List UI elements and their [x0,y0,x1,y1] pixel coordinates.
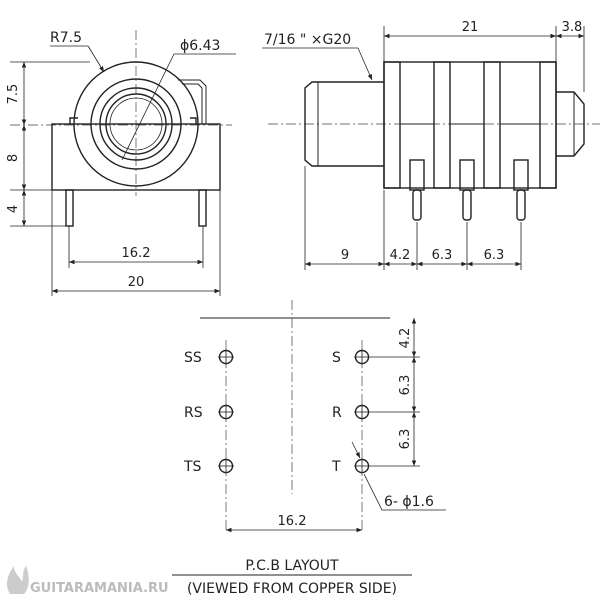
front-body [51,123,221,191]
pcb-hole-crosses [218,349,370,474]
front-bore-inner [109,97,163,151]
leader-dia [121,53,175,161]
leader-radius [87,45,105,73]
pin-label-r: R [332,405,342,421]
watermark: GUITARAMANIA.RU [7,566,169,596]
dim-thread-length: 9 [341,248,349,263]
dim-pin2: 6.3 [432,248,453,263]
watermark-text: GUITARAMANIA.RU [30,581,169,596]
front-pin-left [65,189,74,227]
pin-label-s: S [332,350,341,366]
front-shoulder-left [69,117,78,124]
front-shoulder-right [190,117,197,124]
dim-total-width: 20 [128,275,145,290]
front-bore [105,93,167,155]
dim-pin-length: 4 [6,205,21,213]
pcb-layout: SS RS TS S R T 4.2 6.3 6.3 6- ϕ1.6 16.2 … [172,300,446,597]
front-ring-2 [99,87,173,161]
dim-pcb-width: 16.2 [278,514,307,529]
pin-label-ss: SS [184,350,202,366]
front-outer-radius [73,61,199,187]
pin-label-t: T [331,459,341,475]
front-pin-right [198,189,207,227]
thread-sleeve [304,81,384,167]
leader-hole [363,473,383,511]
front-spring-inner [182,83,203,124]
dim-v1: 4.2 [398,328,413,349]
front-mid-ring [90,78,182,170]
side-pin-3 [513,159,529,221]
dim-pin-spacing: 16.2 [122,246,151,261]
flame-icon [7,566,29,594]
dim-nose-length: 3.8 [562,20,583,35]
dim-v2: 6.3 [398,375,413,396]
dim-v3: 6.3 [398,429,413,450]
side-pin-1 [409,159,425,221]
dia-label: ϕ6.43 [180,38,220,54]
pin-label-ts: TS [183,459,202,475]
pcb-title: P.C.B LAYOUT [245,558,339,574]
dim-body-height: 8 [6,154,21,162]
leader-hole-top [351,441,361,459]
flange-2 [433,61,451,189]
dim-pin3: 6.3 [484,248,505,263]
dim-pin1: 4.2 [390,248,411,263]
side-view: 21 3.8 7/16 " ×G20 9 4.2 6.3 6.3 [262,20,600,270]
leader-thread [357,47,373,81]
front-view: 7.5 8 4 R7.5 ϕ6.43 16.2 20 [6,30,236,296]
radius-label: R7.5 [50,30,82,46]
dim-body-length: 21 [462,20,479,35]
side-nose [556,91,585,157]
hole-label: 6- ϕ1.6 [384,494,434,510]
front-spring [178,79,207,124]
dim-top-height: 7.5 [6,84,21,105]
thread-label: 7/16 " ×G20 [264,32,351,48]
flange-3 [483,61,501,189]
flange-1 [383,61,401,189]
pcb-subtitle: (VIEWED FROM COPPER SIDE) [187,581,397,597]
pin-label-rs: RS [184,405,203,421]
side-pin-2 [459,159,475,221]
flange-4 [539,61,557,189]
